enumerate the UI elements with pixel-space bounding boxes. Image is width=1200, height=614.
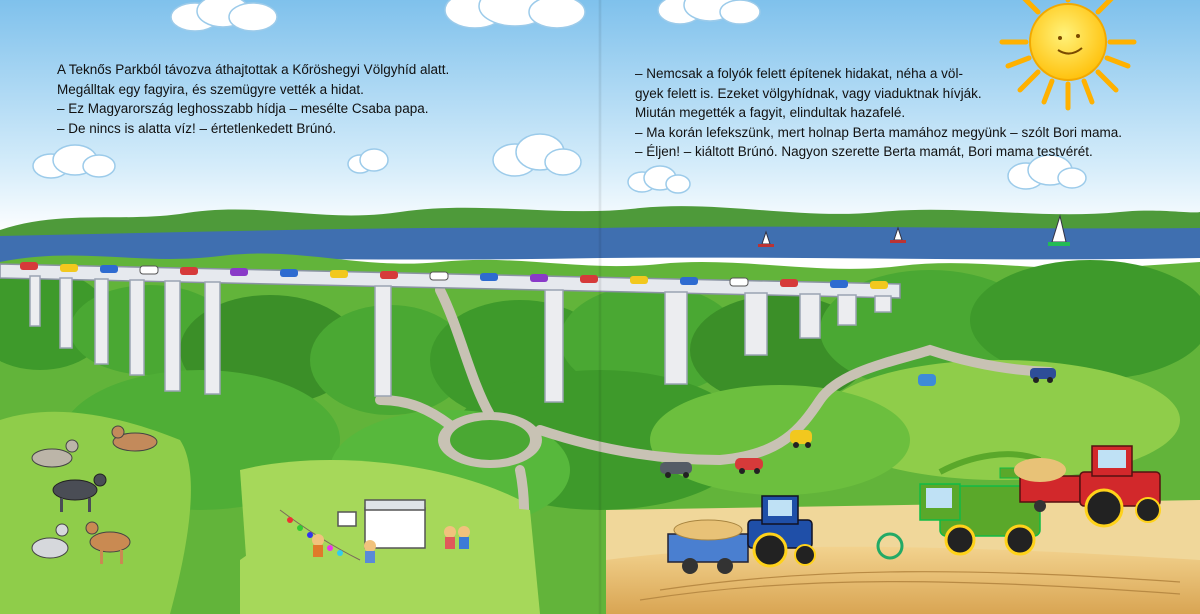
paragraph-line: – Nemcsak a folyók felett építenek hidak… — [635, 66, 963, 81]
right-page-text: – Nemcsak a folyók felett építenek hidak… — [635, 64, 1122, 162]
trailer — [667, 519, 749, 574]
horse — [111, 425, 158, 452]
cloud — [444, 0, 586, 29]
paragraph-line: gyek felett is. Ezeket völgyhídnak, vagy… — [635, 85, 982, 101]
paragraph-line: – Ez Magyarország leghosszabb hídja – me… — [57, 101, 429, 116]
car — [790, 430, 812, 448]
paragraph-line: Megálltak egy fagyira, és szemügyre vett… — [57, 81, 364, 97]
horse — [85, 521, 131, 564]
sailboat — [1048, 214, 1070, 246]
viaduct-deck — [0, 263, 901, 299]
horse — [52, 473, 107, 512]
horse — [31, 523, 69, 559]
cloud — [492, 133, 582, 177]
tractor-red — [1079, 445, 1161, 528]
paragraph-line: – De nincs is alatta víz! – értetlenkede… — [57, 120, 337, 136]
bridge-traffic — [20, 262, 888, 289]
paragraph-line: A Teknős Parkból távozva áthajtottak a K… — [57, 62, 450, 77]
cloud — [1007, 154, 1087, 190]
cloud — [32, 144, 116, 179]
sun — [999, 0, 1137, 111]
viaduct-pillars — [29, 275, 892, 403]
tractor-blue — [747, 495, 816, 568]
sailboat — [890, 226, 906, 243]
cloud — [347, 148, 389, 174]
grain-trailer — [1014, 458, 1081, 512]
book-gutter — [598, 0, 602, 614]
sailboat — [758, 230, 774, 247]
field-furrows — [639, 571, 1181, 601]
car — [660, 462, 692, 478]
roundabout — [438, 412, 542, 468]
cloud — [657, 0, 761, 25]
paragraph-line: – Ma korán lefekszünk, mert holnap Berta… — [635, 124, 1122, 140]
car — [735, 458, 763, 474]
sky — [0, 0, 1200, 235]
cloud — [627, 165, 691, 194]
car — [1030, 368, 1056, 383]
left-page-text: A Teknős Parkból távozva áthajtottak a K… — [57, 60, 449, 138]
cloud — [170, 0, 278, 32]
car — [918, 374, 936, 386]
field — [606, 546, 1200, 614]
meadow — [0, 411, 191, 614]
horse — [31, 439, 79, 468]
paragraph-line: Miután megették a fagyit, elindultak haz… — [635, 105, 906, 120]
ice-cream-parlour — [240, 490, 540, 614]
paragraph-line: – Éljen! – kiáltott Brúnó. Nagyon szeret… — [635, 144, 1093, 159]
